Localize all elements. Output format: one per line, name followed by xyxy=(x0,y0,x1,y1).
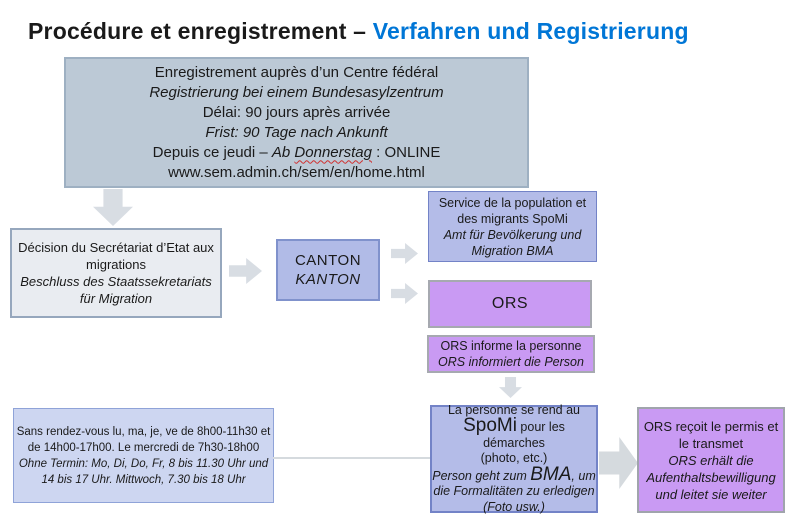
person-de-acronym: BMA xyxy=(530,463,572,485)
person-de-line3: (Foto usw.) xyxy=(483,499,545,514)
spomi-service-box: Service de la population et des migrants… xyxy=(428,191,597,262)
title-german: Verfahren und Registrierung xyxy=(372,18,689,44)
person-de-line1-pre: Person geht zum xyxy=(432,468,531,483)
permit-de: ORS erhält die Aufenthaltsbewilligung un… xyxy=(646,452,776,502)
person-de-line2: die Formalitäten zu erledigen xyxy=(433,484,595,499)
registration-url: www.sem.admin.ch/sem/en/home.html xyxy=(168,163,425,181)
flow-arrow-right-ors-icon xyxy=(391,283,418,304)
person-fr-acronym: SpoMi xyxy=(463,415,517,437)
registration-federal-center-box: Enregistrement auprès d’un Centre fédéra… xyxy=(64,57,529,188)
ors-inform-fr: ORS informe la personne xyxy=(440,339,582,353)
registration-fr-line1: Enregistrement auprès d’un Centre fédéra… xyxy=(154,63,439,81)
title-french: Procédure et enregistrement – xyxy=(28,18,373,44)
spomi-fr: Service de la population et des migrants… xyxy=(438,195,587,226)
ors-inform-box: ORS informe la personne ORS informiert d… xyxy=(427,335,595,373)
online-prefix: Depuis ce jeudi – xyxy=(152,143,272,161)
person-fr-line2: SpoMi pour les démarches xyxy=(432,415,596,451)
hours-de: Ohne Termin: Mo, Di, Do, Fr, 8 bis 11.30… xyxy=(18,457,269,486)
flow-arrow-right-spomi-icon xyxy=(391,243,418,264)
person-de-line1-post: , um xyxy=(571,468,596,483)
ors-box: ORS xyxy=(428,280,592,328)
registration-de-line1: Registrierung bei einem Bundesasylzentru… xyxy=(149,83,444,101)
opening-hours-box: Sans rendez-vous lu, ma, je, ve de 8h00-… xyxy=(13,408,274,503)
canton-fr: CANTON xyxy=(294,252,362,269)
person-fr-line1: La personne se rend au xyxy=(447,402,581,417)
person-de-line1: Person geht zum BMA, um xyxy=(432,463,596,485)
online-ab: Ab xyxy=(271,143,295,161)
ors-inform-de: ORS informiert die Person xyxy=(438,355,584,369)
canton-de: KANTON xyxy=(295,271,361,288)
registration-fr-line2: Délai: 90 jours après arrivée xyxy=(202,103,391,121)
canton-box: CANTON KANTON xyxy=(276,239,380,301)
ors-label: ORS xyxy=(491,295,529,312)
online-day: Donnerstag xyxy=(294,143,372,161)
flow-arrow-down-icon xyxy=(93,189,133,226)
person-fr-line2-rest: pour les démarches xyxy=(483,420,565,450)
person-fr-line3: (photo, etc.) xyxy=(480,451,548,466)
permit-fr: ORS reçoit le permis et le transmet xyxy=(643,418,779,451)
flow-arrow-right-big-icon xyxy=(599,437,638,489)
flow-arrow-down-inform-icon xyxy=(499,377,522,398)
decision-sem-box: Décision du Secrétariat d’Etat aux migra… xyxy=(10,228,222,318)
spomi-de: Amt für Bevölkerung und Migration BMA xyxy=(443,227,582,258)
ors-permit-box: ORS reçoit le permis et le transmet ORS … xyxy=(637,407,785,513)
hours-fr: Sans rendez-vous lu, ma, je, ve de 8h00-… xyxy=(16,425,271,454)
connector-line xyxy=(273,457,430,459)
decision-fr: Décision du Secrétariat d’Etat aux migra… xyxy=(18,240,214,272)
online-suffix: : ONLINE xyxy=(371,143,441,161)
registration-online-line: Depuis ce jeudi – Ab Donnerstag : ONLINE xyxy=(153,143,441,163)
flow-arrow-right-icon xyxy=(229,258,262,284)
registration-de-line2: Frist: 90 Tage nach Ankunft xyxy=(205,123,388,141)
decision-de: Beschluss des Staatssekretariats für Mig… xyxy=(20,274,212,306)
person-visit-spomi-box: La personne se rend au SpoMi pour les dé… xyxy=(430,402,598,514)
page-title: Procédure et enregistrement – Verfahren … xyxy=(28,18,788,45)
